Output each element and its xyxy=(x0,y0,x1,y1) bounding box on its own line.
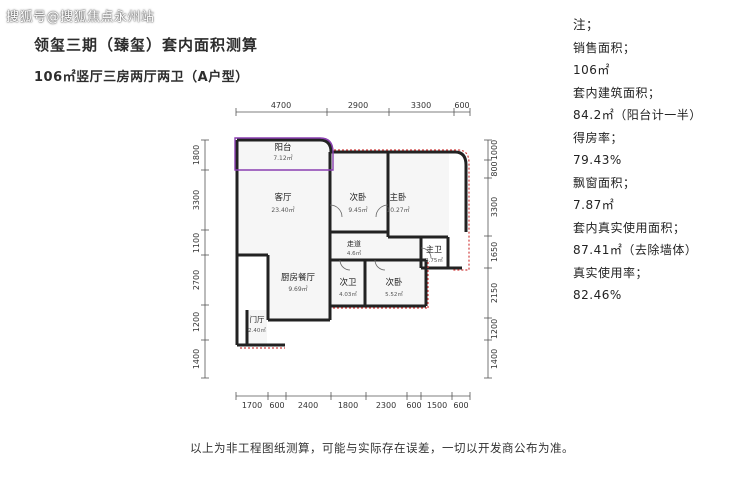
note-line: 销售面积； xyxy=(573,40,636,55)
dim-left-label: 1100 xyxy=(192,233,201,253)
room-area-master: 10.27㎡ xyxy=(386,206,409,214)
dim-left-label: 2700 xyxy=(192,270,201,290)
room-labels: 阳台 7.12㎡ 客厅 23.40㎡ 次卧 9.45㎡ 主卧 10.27㎡ 走道… xyxy=(248,142,443,334)
room-name-entry: 门厅 xyxy=(250,315,265,324)
dimension-labels: 4700 2900 3300 600 1700 600 2400 1800 23… xyxy=(192,101,499,410)
area-notes-panel: 注； 销售面积； 106㎡ 套内建筑面积； 84.2㎡（阳台计一半） 得房率； … xyxy=(573,14,733,307)
dim-right-label: 1000 xyxy=(490,140,499,160)
dim-top-label: 4700 xyxy=(271,101,291,110)
room-area-dining: 9.69㎡ xyxy=(288,285,307,293)
room-area-hall: 4.6㎡ xyxy=(347,249,362,257)
dim-right-label: 2150 xyxy=(490,283,499,303)
dim-bottom-label: 600 xyxy=(406,401,421,410)
dim-right-label: 1200 xyxy=(490,319,499,339)
room-name-second-bath: 次卫 xyxy=(339,277,357,288)
dim-bottom-label: 2300 xyxy=(376,401,396,410)
dim-right-label: 1400 xyxy=(490,349,499,369)
note-line: 套内真实使用面积； xyxy=(573,220,686,235)
dim-top-label: 3300 xyxy=(411,101,431,110)
dim-bottom-label: 600 xyxy=(269,401,284,410)
room-area-bedroom2: 9.45㎡ xyxy=(348,206,367,214)
room-area-entry: 2.40㎡ xyxy=(248,326,266,334)
room-name-dining: 厨房餐厅 xyxy=(281,272,316,283)
room-name-living: 客厅 xyxy=(274,192,292,203)
dim-bottom-label: 1500 xyxy=(427,401,447,410)
doors xyxy=(329,204,432,271)
note-line: 84.2㎡（阳台计一半） xyxy=(573,108,702,122)
note-line: 得房率； xyxy=(573,130,624,145)
room-name-master-bath: 主卫 xyxy=(426,244,442,254)
dim-left-label: 1400 xyxy=(192,349,201,369)
page-title: 领玺三期（臻玺）套内面积测算 xyxy=(34,36,259,54)
dim-right-label: 1650 xyxy=(490,242,499,262)
dim-left-label: 1200 xyxy=(192,312,201,332)
dim-top-label: 600 xyxy=(454,101,469,110)
note-line: 7.87㎡ xyxy=(573,198,615,212)
unit-type-subtitle: 106㎡竖厅三房两厅两卫（A户型） xyxy=(34,70,249,85)
dim-bottom-label: 1700 xyxy=(242,401,262,410)
bay-window-outline xyxy=(240,149,470,349)
dimension-lines xyxy=(201,108,492,400)
note-line: 真实使用率； xyxy=(573,265,649,280)
walls xyxy=(235,138,468,347)
room-name-balcony: 阳台 xyxy=(274,142,291,153)
room-name-bedroom3: 次卧 xyxy=(385,277,403,288)
room-area-bedroom3: 5.52㎡ xyxy=(385,290,403,298)
dim-left-label: 1800 xyxy=(192,145,201,165)
room-area-second-bath: 4.03㎡ xyxy=(339,290,357,298)
note-line: 79.43% xyxy=(573,153,622,167)
dim-bottom-label: 2400 xyxy=(298,401,318,410)
room-name-bedroom2: 次卧 xyxy=(349,192,367,203)
dim-right-label: 800 xyxy=(490,161,499,176)
balcony-outline xyxy=(234,137,334,171)
room-area-balcony: 7.12㎡ xyxy=(273,154,292,162)
dim-top-label: 2900 xyxy=(348,101,368,110)
room-area-master-bath: 3.75㎡ xyxy=(425,256,443,264)
dim-bottom-label: 600 xyxy=(453,401,468,410)
dim-right-label: 3300 xyxy=(490,197,499,217)
note-line: 106㎡ xyxy=(573,63,610,77)
room-name-master: 主卧 xyxy=(389,192,407,203)
room-name-hall: 走道 xyxy=(347,239,361,248)
note-line: 87.41㎡（去除墙体） xyxy=(573,243,698,257)
disclaimer-footer: 以上为非工程图纸测算，可能与实际存在误差，一切以开发商公布为准。 xyxy=(190,441,574,455)
dim-bottom-label: 1800 xyxy=(338,401,358,410)
note-line: 82.46% xyxy=(573,288,622,302)
dim-left-label: 3300 xyxy=(192,190,201,210)
room-area-living: 23.40㎡ xyxy=(271,206,294,214)
note-line: 套内建筑面积； xyxy=(573,85,661,100)
notes-heading: 注； xyxy=(573,17,600,32)
note-line: 飘窗面积； xyxy=(573,175,636,190)
room-fills xyxy=(237,140,449,345)
watermark: 搜狐号@搜狐焦点永州站 xyxy=(6,10,155,25)
